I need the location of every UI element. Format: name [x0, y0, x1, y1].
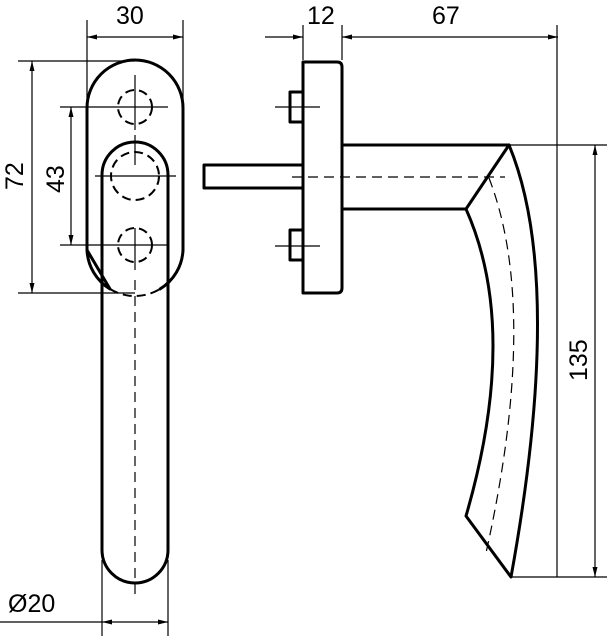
dim-screw-spacing: 43 — [42, 165, 70, 193]
grip-front — [100, 140, 170, 585]
dim-grip-diameter: Ø20 — [8, 590, 55, 618]
rosette-side — [301, 60, 344, 295]
rosette-hidden-arc — [109, 288, 161, 298]
lever-neck — [340, 143, 511, 211]
lever-arm — [464, 143, 539, 579]
lever-arm-centerline — [485, 177, 515, 554]
spindle — [202, 163, 305, 190]
dim-rosette-depth: 12 — [307, 2, 335, 30]
dim-lever-length: 135 — [565, 339, 593, 381]
front-view: 30 72 43 Ø20 — [0, 2, 185, 636]
bolt-bottom — [288, 228, 305, 262]
dim-lever-projection: 67 — [432, 2, 460, 30]
dim-rosette-height: 72 — [1, 162, 29, 190]
side-view: 12 67 135 — [202, 2, 607, 579]
dim-rosette-width: 30 — [116, 2, 144, 30]
